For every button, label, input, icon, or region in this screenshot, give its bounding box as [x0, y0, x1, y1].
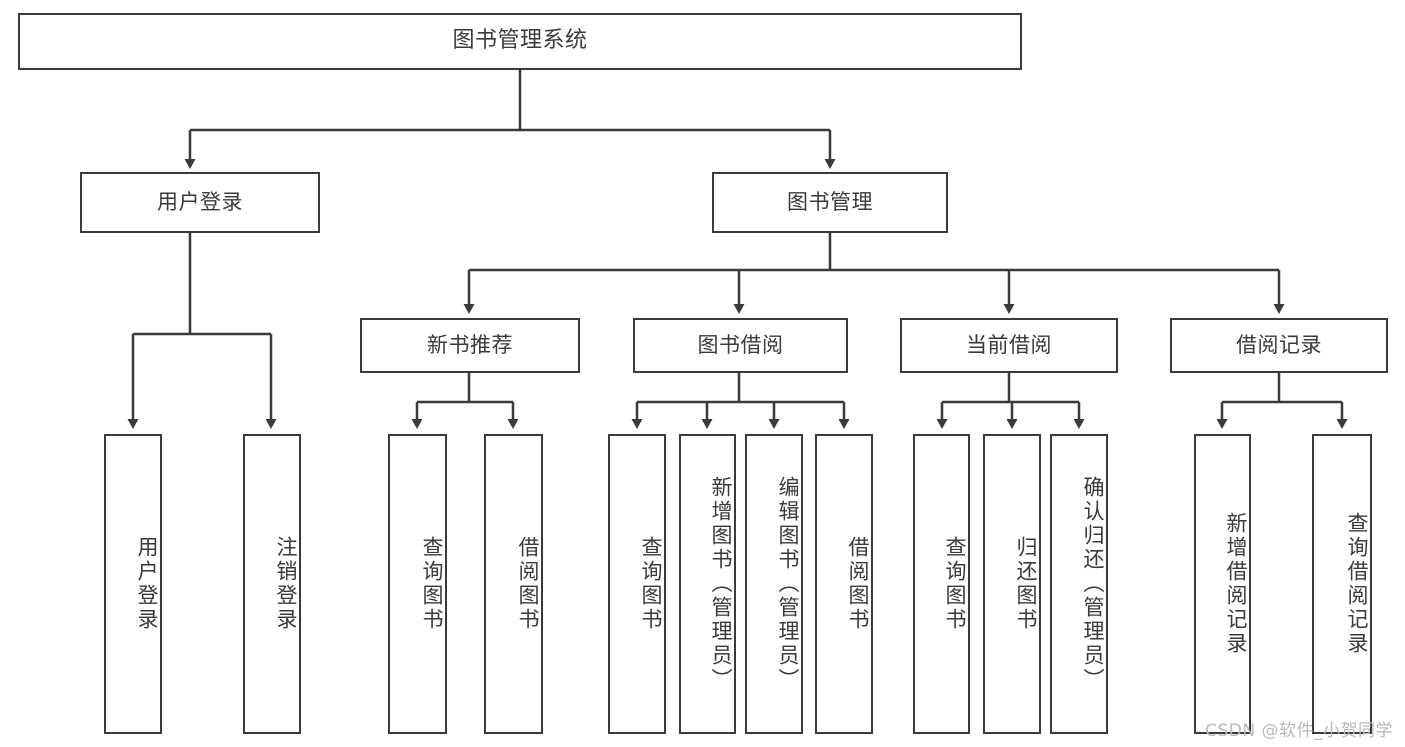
node-book-borrow[interactable]: 图书借阅	[633, 318, 848, 373]
node-book-borrow-label: 图书借阅	[697, 332, 784, 357]
leaf-user-login-login[interactable]: 用户登录	[104, 434, 162, 734]
node-root[interactable]: 图书管理系统	[18, 13, 1022, 70]
leaf-book-borrow-lend[interactable]: 借阅图书	[815, 434, 873, 734]
leaf-label: 借阅图书	[516, 536, 540, 632]
leaf-book-borrow-query[interactable]: 查询图书	[608, 434, 666, 734]
leaf-label: 确认归还（管理员）	[1081, 476, 1105, 692]
node-new-book-recommend-label: 新书推荐	[427, 332, 513, 357]
node-new-book-recommend[interactable]: 新书推荐	[360, 318, 580, 373]
leaf-label: 新增图书（管理员）	[709, 476, 733, 692]
leaf-label: 查询图书	[420, 536, 444, 632]
leaf-new-book-query[interactable]: 查询图书	[388, 434, 447, 734]
watermark: CSDN @软件_小贺同学	[1205, 721, 1393, 741]
leaf-current-borrow-query[interactable]: 查询图书	[913, 434, 970, 734]
leaf-label: 用户登录	[135, 536, 159, 632]
node-book-management-label: 图书管理	[787, 189, 873, 214]
leaf-book-borrow-edit[interactable]: 编辑图书（管理员）	[745, 434, 803, 734]
leaf-label: 注销登录	[274, 536, 298, 632]
node-borrow-records[interactable]: 借阅记录	[1170, 318, 1388, 373]
node-user-login-label: 用户登录	[157, 189, 243, 214]
leaf-label: 查询图书	[943, 536, 967, 632]
leaf-label: 查询图书	[639, 536, 663, 632]
leaf-label: 借阅图书	[846, 536, 870, 632]
node-user-login[interactable]: 用户登录	[80, 172, 320, 233]
node-root-label: 图书管理系统	[452, 28, 588, 54]
leaf-label: 新增借阅记录	[1224, 512, 1248, 656]
node-current-borrow[interactable]: 当前借阅	[900, 318, 1118, 373]
node-book-management[interactable]: 图书管理	[712, 172, 948, 233]
leaf-book-borrow-add[interactable]: 新增图书（管理员）	[679, 434, 736, 734]
node-borrow-records-label: 借阅记录	[1236, 332, 1322, 357]
leaf-borrow-record-add[interactable]: 新增借阅记录	[1194, 434, 1251, 734]
leaf-borrow-record-query[interactable]: 查询借阅记录	[1312, 434, 1372, 734]
leaf-label: 查询借阅记录	[1345, 512, 1369, 656]
leaf-label: 编辑图书（管理员）	[776, 476, 800, 692]
leaf-current-borrow-confirm-return[interactable]: 确认归还（管理员）	[1050, 434, 1108, 734]
leaf-label: 归还图书	[1014, 536, 1038, 632]
leaf-user-login-logout[interactable]: 注销登录	[243, 434, 301, 734]
leaf-new-book-borrow[interactable]: 借阅图书	[484, 434, 543, 734]
node-current-borrow-label: 当前借阅	[966, 332, 1052, 357]
leaf-current-borrow-return[interactable]: 归还图书	[983, 434, 1041, 734]
